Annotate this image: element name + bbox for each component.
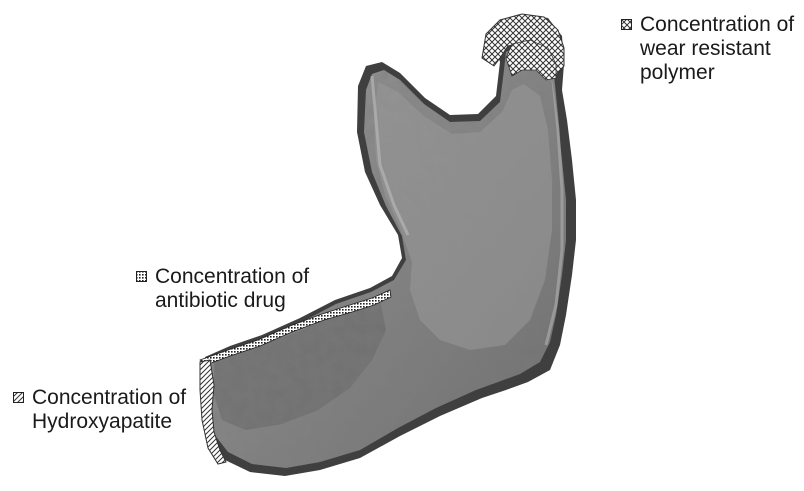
- legend-polymer-label: Concentration of wear resistant polymer: [640, 13, 794, 85]
- legend-line: Concentration of: [155, 265, 309, 289]
- legend-line: Concentration of: [32, 386, 186, 410]
- legend-line: antibiotic drug: [155, 289, 309, 313]
- hatch-pattern-icon: [13, 392, 24, 403]
- legend-polymer: Concentration of wear resistant polymer: [621, 13, 804, 93]
- legend-hydroxyapatite-label: Concentration of Hydroxyapatite: [32, 386, 186, 434]
- legend-line: polymer: [640, 61, 794, 85]
- crosshatch-pattern-icon: [621, 19, 632, 30]
- legend-line: Concentration of: [640, 13, 794, 37]
- legend-line: Hydroxyapatite: [32, 410, 186, 434]
- dotted-pattern-icon: [136, 271, 147, 282]
- legend-antibiotic-label: Concentration of antibiotic drug: [155, 265, 309, 313]
- legend-line: wear resistant: [640, 37, 794, 61]
- legend-hydroxyapatite: Concentration of Hydroxyapatite: [13, 386, 213, 438]
- legend-antibiotic: Concentration of antibiotic drug: [136, 265, 336, 317]
